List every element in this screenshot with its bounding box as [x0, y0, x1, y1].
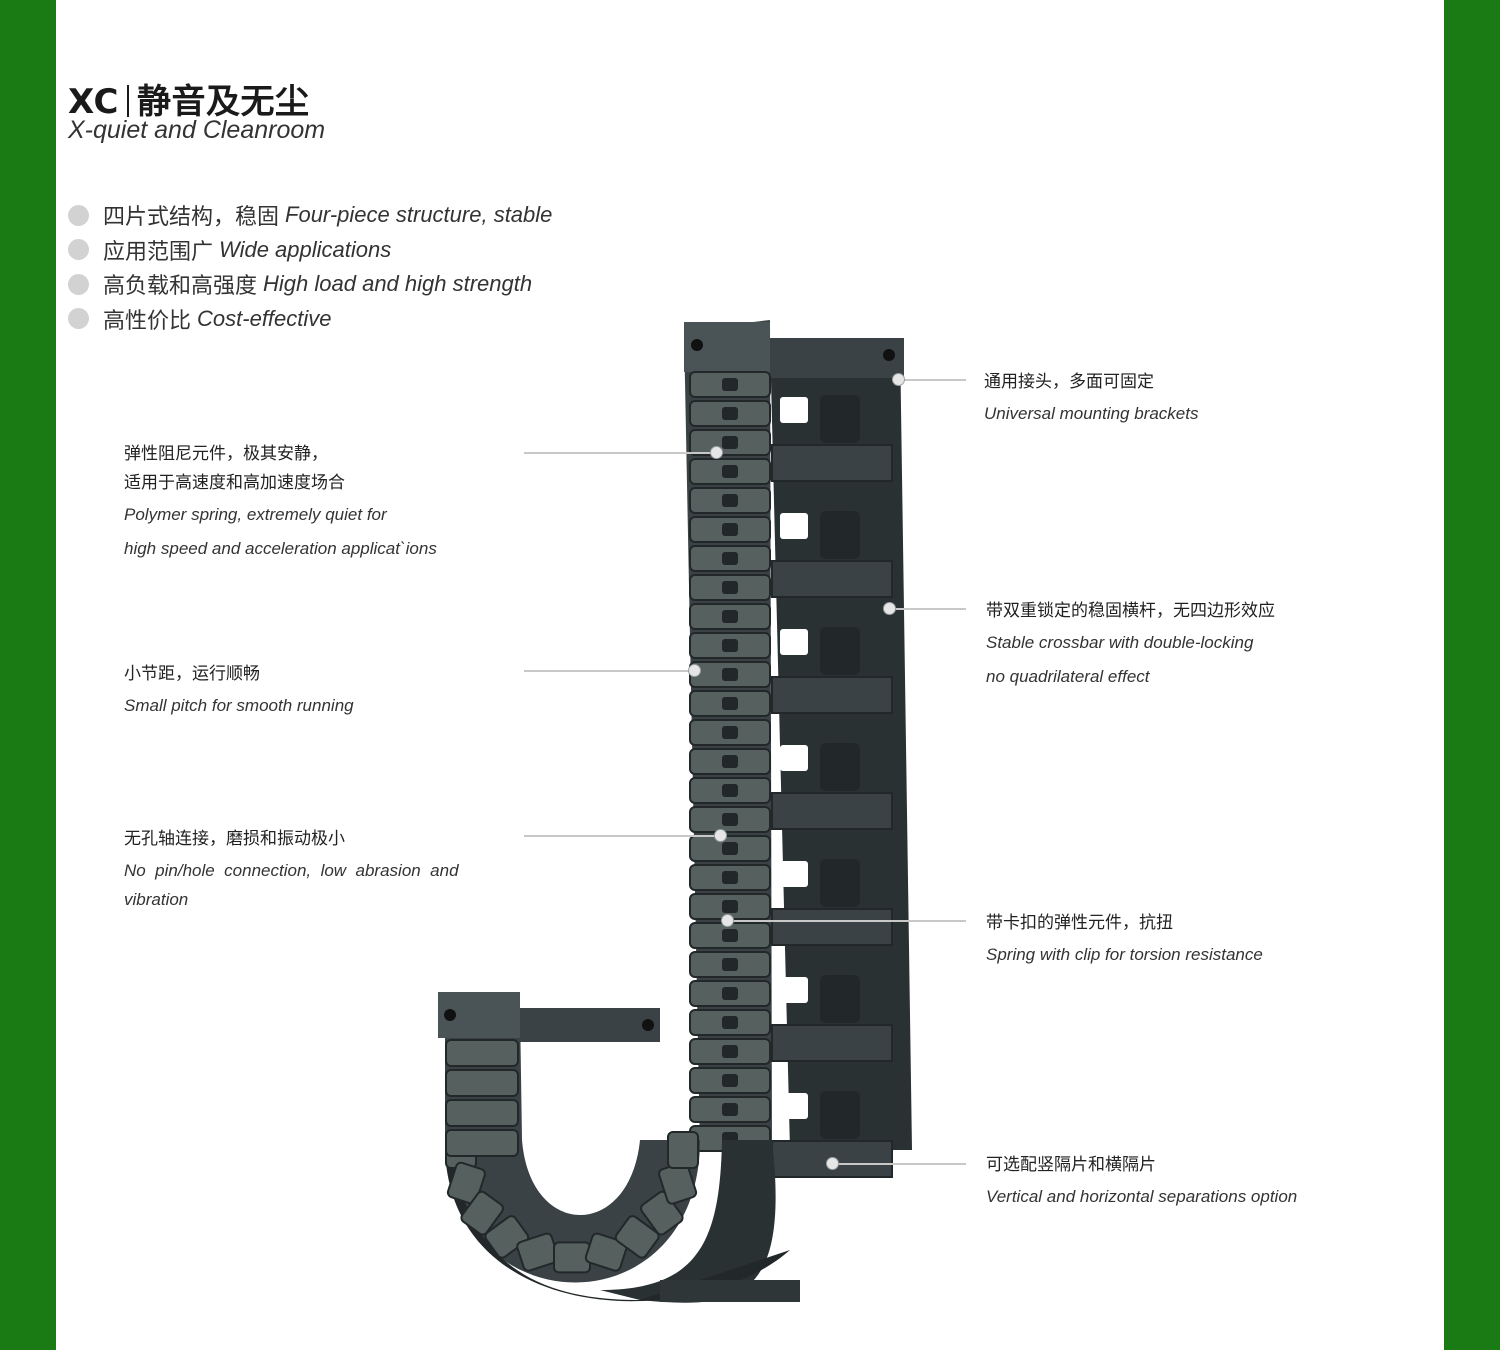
link-slot: [722, 1016, 738, 1029]
link-window: [780, 397, 808, 423]
link-slot: [722, 436, 738, 449]
crossbar: [771, 1024, 893, 1062]
callout-pin-icon: [721, 914, 734, 927]
feature-item: 四片式结构，稳固 Four-piece structure, stable: [68, 198, 552, 233]
leader-line: [728, 920, 966, 922]
chain-links: [689, 371, 771, 1152]
bullet-icon: [68, 239, 89, 261]
leader-line: [524, 835, 716, 837]
link-slot: [722, 871, 738, 884]
callout-separations: 可选配竖隔片和横隔片 Vertical and horizontal separ…: [986, 1155, 1298, 1206]
leader-line: [834, 1163, 966, 1165]
page-subtitle: X-quiet and Cleanroom: [68, 116, 326, 144]
link-window: [780, 745, 808, 771]
side-link: [445, 1099, 519, 1127]
crossbar: [771, 676, 893, 714]
leader-line: [524, 452, 714, 454]
product-code: XC: [68, 82, 119, 122]
title-zh: 静音及无尘: [136, 82, 310, 122]
callout-pin-icon: [826, 1157, 839, 1170]
link-slot: [722, 639, 738, 652]
link-slot: [722, 1074, 738, 1087]
separator: [820, 627, 860, 675]
link-window: [780, 513, 808, 539]
link-window: [780, 861, 808, 887]
bullet-icon: [68, 273, 89, 295]
link-window: [780, 1093, 808, 1119]
callout-pin-icon: [688, 664, 701, 677]
bend-link: [460, 1190, 504, 1236]
link-slot: [722, 581, 738, 594]
bullet-icon: [68, 308, 89, 330]
callout-pin-icon: [710, 446, 723, 459]
bend-link: [614, 1215, 660, 1259]
feature-item: 应用范围广 Wide applications: [68, 233, 552, 268]
bend-link: [667, 1131, 699, 1169]
leader-line: [890, 608, 966, 610]
link-slot: [722, 523, 738, 536]
feature-item: 高负载和高强度 High load and high strength: [68, 267, 552, 302]
separator: [820, 511, 860, 559]
bend-link: [446, 1161, 486, 1205]
page-title: XC 静音及无尘: [68, 74, 309, 123]
link-slot: [722, 697, 738, 710]
link-slot: [722, 755, 738, 768]
bend-link: [584, 1232, 628, 1272]
title-separator: [126, 85, 129, 117]
crossbar: [771, 908, 893, 946]
separator: [820, 1091, 860, 1139]
leader-line: [900, 379, 966, 381]
link-slot: [722, 958, 738, 971]
link-slot: [722, 726, 738, 739]
link-slot: [722, 610, 738, 623]
crossbar: [771, 792, 893, 830]
callout-no-pin: 无孔轴连接，磨损和振动极小 No pin/hole connection, lo…: [124, 829, 459, 909]
separator: [820, 743, 860, 791]
link-slot: [722, 378, 738, 391]
separator: [820, 975, 860, 1023]
bend-link: [553, 1241, 591, 1274]
callout-clip: 带卡扣的弹性元件，抗扭 Spring with clip for torsion…: [986, 913, 1263, 964]
link-slot: [722, 1045, 738, 1058]
link-slot: [722, 552, 738, 565]
side-link: [445, 1069, 519, 1097]
side-link: [445, 1129, 519, 1157]
leader-line: [524, 670, 692, 672]
link-slot: [722, 813, 738, 826]
crossbar: [771, 560, 893, 598]
crossbar: [771, 444, 893, 482]
link-slot: [722, 900, 738, 913]
bend-links: [445, 1039, 699, 1274]
link-slot: [722, 929, 738, 942]
chain-crossbars: [771, 395, 893, 1178]
link-slot: [722, 668, 738, 681]
link-window: [780, 977, 808, 1003]
separator: [820, 859, 860, 907]
link-slot: [722, 842, 738, 855]
callout-pin-icon: [883, 602, 896, 615]
link-slot: [722, 407, 738, 420]
callout-pin-icon: [714, 829, 727, 842]
separator: [820, 395, 860, 443]
link-slot: [722, 1103, 738, 1116]
callout-crossbar: 带双重锁定的稳固横杆，无四边形效应 Stable crossbar with d…: [986, 601, 1275, 686]
bullet-icon: [68, 204, 89, 226]
link-slot: [722, 784, 738, 797]
callout-small-pitch: 小节距，运行顺畅 Small pitch for smooth running: [124, 664, 354, 715]
feature-item: 高性价比 Cost-effective: [68, 302, 552, 337]
callout-pin-icon: [892, 373, 905, 386]
feature-list: 四片式结构，稳固 Four-piece structure, stable 应用…: [68, 198, 552, 336]
link-slot: [722, 494, 738, 507]
callout-mounting: 通用接头，多面可固定 Universal mounting brackets: [984, 372, 1199, 423]
link-slot: [722, 987, 738, 1000]
link-slot: [722, 465, 738, 478]
side-link: [445, 1039, 519, 1067]
link-window: [780, 629, 808, 655]
callout-polymer-spring: 弹性阻尼元件，极其安静， 适用于高速度和高加速度场合 Polymer sprin…: [124, 444, 437, 558]
